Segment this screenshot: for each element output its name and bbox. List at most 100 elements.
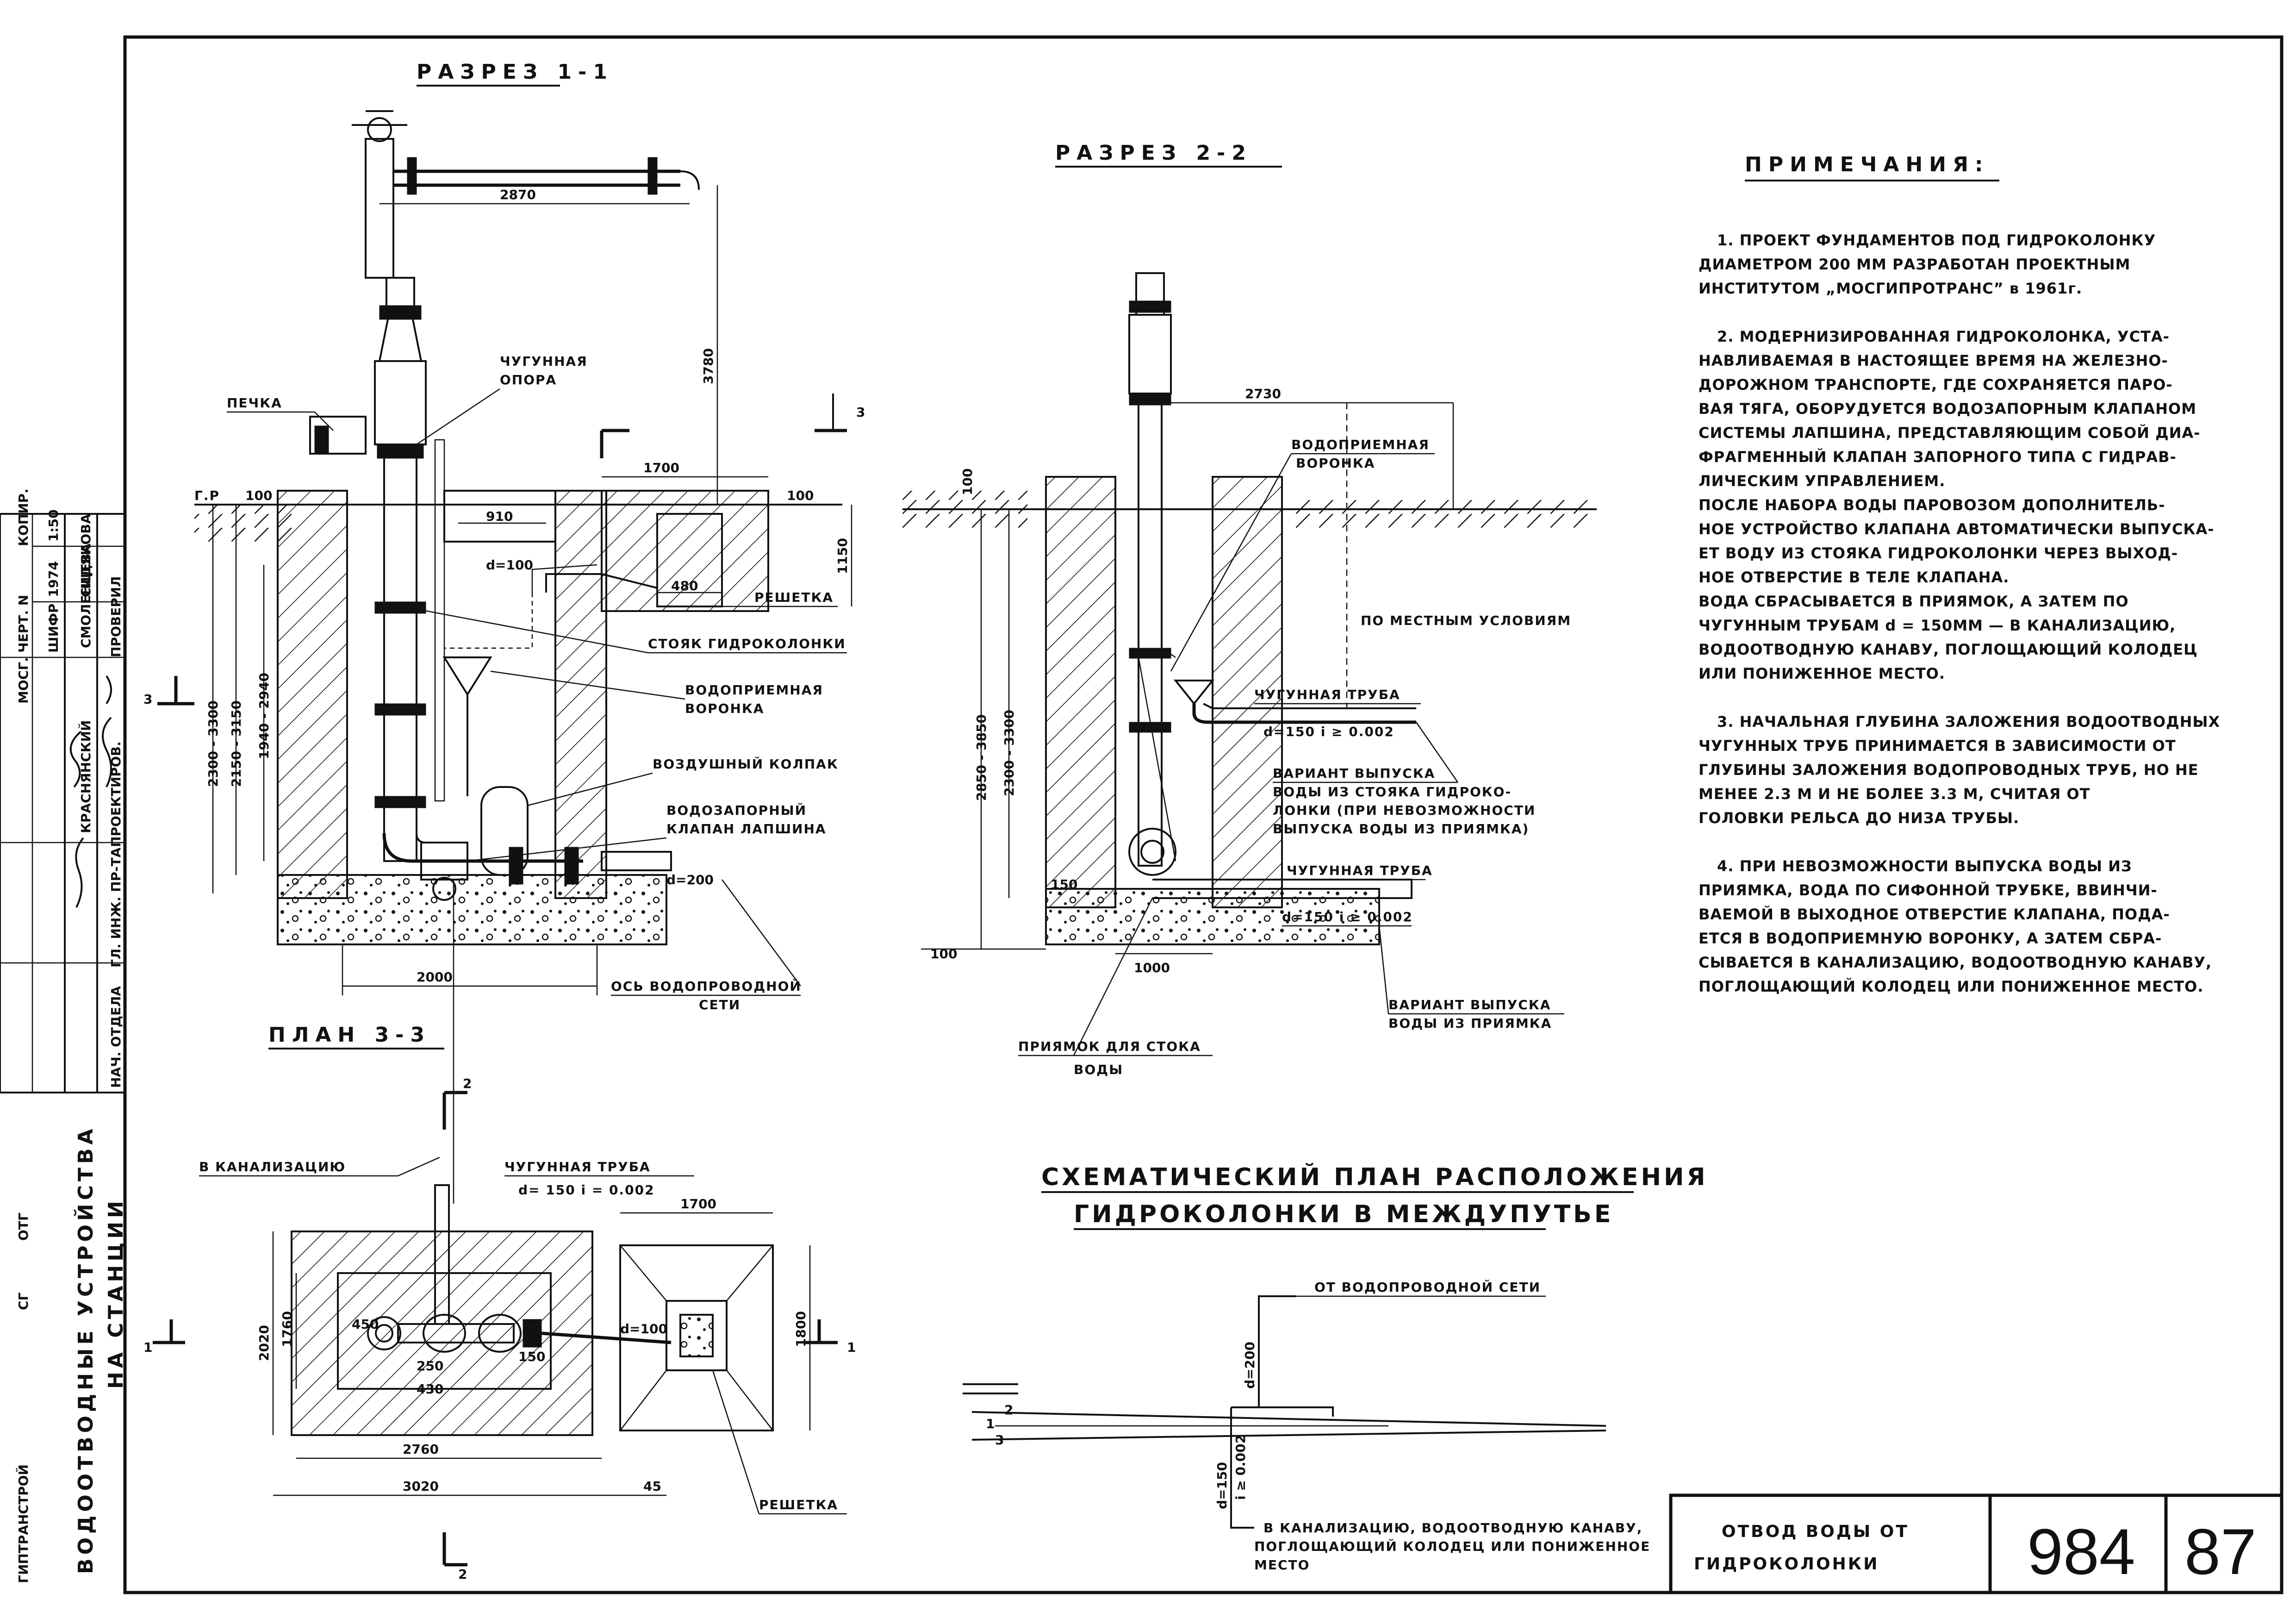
sch-d150: d=150 (1214, 1462, 1230, 1509)
role-head: НАЧ. ОТДЕЛА (108, 986, 124, 1088)
air-cap (480, 786, 529, 876)
year: 1974 (46, 561, 61, 597)
dim-2000: 2000 (417, 969, 453, 985)
dim-d200: d=200 (666, 872, 714, 887)
notes-lines: 1. ПРОЕКТ ФУНДАМЕНТОВ ПОД ГИДРОКОЛОНКУДИ… (1699, 231, 2220, 995)
side-title-1: ВОДООТВОДНЫЕ УСТРОЙСТВА (73, 1125, 98, 1574)
variant-3: ЛОНКИ (ПРИ НЕВОЗМОЖНОСТИ (1273, 803, 1536, 818)
sch-slope: i ≥ 0.002 (1233, 1435, 1248, 1500)
note-line: ВАЯ ТЯГА, ОБОРУДУЕТСЯ ВОДОЗАПОРНЫМ КЛАПА… (1699, 400, 2196, 418)
plan-pipe-spec: d= 150 i = 0.002 (518, 1182, 655, 1198)
note-line: 1. ПРОЕКТ ФУНДАМЕНТОВ ПОД ГИДРОКОЛОНКУ (1717, 231, 2156, 249)
note-line: НАВЛИВАЕМАЯ В НАСТОЯЩЕЕ ВРЕМЯ НА ЖЕЛЕЗНО… (1699, 352, 2168, 369)
note-line: 4. ПРИ НЕВОЗМОЖНОСТИ ВЫПУСКА ВОДЫ ИЗ (1717, 857, 2132, 875)
side-sg: СГ (16, 1292, 31, 1310)
s2-funnel (1173, 680, 1215, 706)
section-2-title: РАЗРЕЗ 2-2 (1055, 141, 1252, 165)
track-2: 2 (1004, 1402, 1013, 1418)
dim-1760: 1760 (280, 1311, 295, 1347)
note-line: МЕНЕЕ 2.3 М И НЕ БОЛЕЕ 3.3 М, СЧИТАЯ ОТ (1699, 785, 2090, 803)
funnel-label-2: ВОРОНКА (685, 701, 764, 716)
sch-d200: d=200 (1242, 1342, 1257, 1389)
note-line: ГЛУБИНЫ ЗАЛОЖЕНИЯ ВОДОПРОВОДНЫХ ТРУБ, НО… (1699, 761, 2199, 779)
cut-2-top: 2 (463, 1076, 472, 1091)
dest-1: В КАНАЛИЗАЦИЮ, ВОДООТВОДНУЮ КАНАВУ, (1263, 1520, 1643, 1536)
title-stamp: ОТВОД ВОДЫ ОТ ГИДРОКОЛОНКИ 984 87 (1669, 1493, 2284, 1594)
plan-3-3: ПЛАН 3-3 d=100 2020 1760 1800 1700 2760 … (143, 1023, 856, 1582)
note-line: ЧУГУННЫХ ТРУБ ПРИНИМАЕТСЯ В ЗАВИСИМОСТИ … (1699, 737, 2176, 755)
pit-wall-left (277, 490, 348, 899)
variant-1: ВАРИАНТ ВЫПУСКА (1273, 766, 1435, 781)
name-3: СИДЯКОВА (78, 513, 93, 597)
dim-1000: 1000 (1134, 960, 1170, 975)
signature-1 (69, 731, 84, 908)
valve-label-2: КЛАПАН ЛАПШИНА (666, 821, 827, 837)
section-1-title: РАЗРЕЗ 1-1 (417, 60, 614, 84)
plan-d100: d=100 (620, 1321, 667, 1337)
air-cap-label: ВОЗДУШНЫЙ КОЛПАК (653, 756, 839, 772)
dim-1700: 1700 (643, 460, 679, 475)
notes-title: ПРИМЕЧАНИЯ: (1745, 153, 1989, 176)
note-line: ЕТ ВОДУ ИЗ СТОЯКА ГИДРОКОЛОНКИ ЧЕРЕЗ ВЫХ… (1699, 544, 2178, 562)
sump-label-1: ПРИЯМОК ДЛЯ СТОКА (1018, 1039, 1201, 1054)
note-line: ГОЛОВКИ РЕЛЬСА ДО НИЗА ТРУБЫ. (1699, 809, 2019, 827)
side-stamp: НАЧ. ОТДЕЛА ГЛ. ИНЖ. ПР-ТА ПРОЕКТИРОВ. П… (0, 488, 128, 1583)
from-network: ОТ ВОДОПРОВОДНОЙ СЕТИ (1314, 1279, 1541, 1295)
cut-2-bottom: 2 (458, 1567, 467, 1582)
s2-wall-left (1045, 476, 1116, 908)
base-gravel (277, 874, 667, 945)
s2-wall-right (1212, 476, 1283, 908)
dest-2: ПОГЛОЩАЮЩИЙ КОЛОДЕЦ ИЛИ ПОНИЖЕННОЕ (1254, 1538, 1650, 1554)
track-1: 1 (986, 1416, 995, 1431)
note-line: НОЕ ОТВЕРСТИЕ В ТЕЛЕ КЛАПАНА. (1699, 568, 2009, 586)
note-line: ВОДООТВОДНУЮ КАНАВУ, ПОГЛОЩАЮЩИЙ КОЛОДЕЦ (1699, 641, 2198, 658)
pit-wall-right (554, 490, 607, 899)
cut-3-left: 3 (143, 692, 152, 707)
dim-2870: 2870 (500, 187, 536, 202)
grate-label: РЕШЕТКА (754, 590, 834, 605)
dim-d100: d=100 (486, 557, 533, 573)
track-3: 3 (995, 1432, 1004, 1448)
note-line: 2. МОДЕРНИЗИРОВАННАЯ ГИДРОКОЛОНКА, УСТА- (1717, 328, 2170, 345)
variant-4: ВЫПУСКА ВОДЫ ИЗ ПРИЯМКА) (1273, 821, 1529, 837)
section-2-2: РАЗРЕЗ 2-2 ЧУГУННАЯ ТРУБА d=150 i ≥ 0.00… (902, 141, 1597, 1077)
funnel-label-1: ВОДОПРИЕМНАЯ (685, 682, 823, 698)
axis-label-2: СЕТИ (699, 997, 740, 1012)
support-label-2: ОПОРА (500, 372, 557, 387)
note-line: ЧУГУННЫМ ТРУБАМ d = 150ММ — В КАНАЛИЗАЦИ… (1699, 617, 2176, 634)
s2-pipe-a-spec: d=150 i ≥ 0.002 (1263, 724, 1394, 739)
mos: МОСГ. (16, 657, 31, 704)
dim-150-s2: 150 (1051, 877, 1077, 892)
dim-1150: 1150 (835, 538, 850, 574)
note-line: СЫВАЕТСЯ В КАНАЛИЗАЦИЮ, ВОДООТВОДНУЮ КАН… (1699, 954, 2212, 971)
name-2: СМОЛЕНЦЕВА (78, 543, 93, 648)
stamp-title-2: ГИДРОКОЛОНКИ (1694, 1555, 1879, 1574)
drawing-no-label: ЧЕРТ. N (16, 595, 31, 653)
dim-250: 250 (417, 1358, 443, 1374)
side-org: ГИПТРАНСТРОЙ (15, 1464, 31, 1583)
dim-480: 480 (671, 578, 698, 593)
s2-cast-pipe-a: ЧУГУННАЯ ТРУБА (1254, 687, 1400, 702)
standpipe-label: СТОЯК ГИДРОКОЛОНКИ (648, 636, 846, 651)
side-title-2: НА СТАНЦИИ (104, 1197, 128, 1389)
cut-1-right: 1 (847, 1340, 856, 1355)
dim-2730: 2730 (1245, 386, 1281, 401)
valve-label-1: ВОДОЗАПОРНЫЙ (666, 802, 807, 818)
dim-3780: 3780 (701, 348, 716, 384)
note-line: ПОСЛЕ НАБОРА ВОДЫ ПАРОВОЗОМ ДОПОЛНИТЕЛЬ- (1699, 496, 2165, 514)
plan-cast-pipe: ЧУГУННАЯ ТРУБА (504, 1159, 651, 1174)
note-line: ИНСТИТУТОМ „МОСГИПРОТРАНС” в 1961г. (1699, 280, 2082, 297)
stamp-title-1: ОТВОД ВОДЫ ОТ (1722, 1522, 1909, 1541)
dim-100-a: 100 (245, 488, 272, 503)
note-line: ЛИЧЕСКИМ УПРАВЛЕНИЕМ. (1699, 472, 1945, 490)
schematic-plan: СХЕМАТИЧЕСКИЙ ПЛАН РАСПОЛОЖЕНИЯ ГИДРОКОЛ… (963, 1163, 1705, 1573)
s2-funnel-label-2: ВОРОНКА (1296, 456, 1375, 471)
dim-100b-s2: 100 (930, 946, 957, 962)
dim-430: 430 (417, 1381, 443, 1397)
plan-sewer-label: В КАНАЛИЗАЦИЮ (199, 1159, 346, 1174)
dim-v-2850: 2850 - 3850 (974, 714, 989, 801)
note-line: ИЛИ ПОНИЖЕННОЕ МЕСТО. (1699, 665, 1945, 682)
s2-cast-pipe-b: ЧУГУННАЯ ТРУБА (1287, 863, 1433, 878)
plan-dim-1700: 1700 (680, 1196, 716, 1212)
